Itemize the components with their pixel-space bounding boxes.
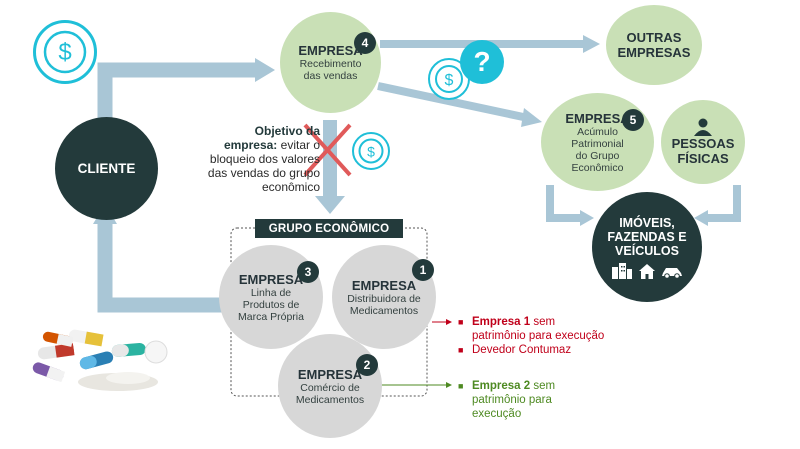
outras-empresas-circle: OUTRAS EMPRESAS — [606, 5, 702, 85]
pessoas-line1: PESSOAS — [671, 136, 735, 151]
empresa4-badge: 4 — [354, 32, 376, 54]
arrowhead-empresa5 — [521, 108, 542, 127]
buildings-icon — [612, 262, 632, 279]
person-icon — [694, 118, 712, 136]
imoveis-circle: IMÓVEIS, FAZENDAS E VEÍCULOS — [592, 192, 702, 302]
objetivo-text2: evitar o — [277, 138, 320, 152]
empresa2-line2: Medicamentos — [295, 393, 365, 406]
note-empresa2: ■Empresa 2 sem patrimônio para execução — [458, 380, 556, 420]
empresa2-line1: Comércio de — [300, 381, 360, 394]
empresa5-line4: Econômico — [571, 161, 624, 174]
grupo-economico-label: GRUPO ECONÔMICO — [255, 219, 403, 238]
svg-text:$: $ — [367, 144, 375, 160]
empresa1-badge: 1 — [412, 259, 434, 281]
pessoas-line2: FÍSICAS — [677, 151, 729, 166]
empresa2-badge: 2 — [356, 354, 378, 376]
empresa5-line1: Acúmulo — [577, 125, 618, 138]
objetivo-text: Objetivo da empresa: evitar o bloqueio d… — [172, 124, 320, 194]
imoveis-line3: VEÍCULOS — [615, 243, 679, 258]
note2-rest: sem — [530, 380, 556, 392]
dollar-coin-icon: $ — [352, 132, 390, 170]
svg-text:$: $ — [58, 39, 71, 66]
empresa5-circle: EMPRESA Acúmulo Patrimonial do Grupo Eco… — [541, 93, 654, 191]
question-mark-icon: ? — [460, 40, 504, 84]
note1-bullet2: Devedor Contumaz — [472, 344, 572, 356]
objetivo-bold1: Objetivo da — [254, 124, 320, 138]
empresa3-line1: Linha de — [250, 286, 292, 299]
cliente-circle: CLIENTE — [55, 117, 158, 220]
note2-bold: Empresa 2 — [472, 380, 531, 392]
arrow-empresa5-to-imoveis — [546, 185, 583, 222]
imoveis-line2: FAZENDAS E — [607, 229, 687, 244]
note-empresa1: ■Empresa 1 sem patrimônio para execução … — [458, 316, 605, 356]
empresa5-line2: Patrimonial — [571, 137, 624, 150]
objetivo-bold2: empresa: — [223, 138, 278, 152]
pessoas-fisicas-circle: PESSOAS FÍSICAS — [661, 100, 745, 184]
note1-line2: patrimônio para execução — [472, 330, 605, 342]
note1-bold: Empresa 1 — [472, 316, 531, 328]
empresa3-title: EMPRESA — [238, 271, 304, 287]
arrow-grupo-to-cliente — [97, 222, 222, 313]
empresa1-line2: Medicamentos — [349, 304, 419, 317]
note1-rest: sem — [530, 316, 556, 328]
arrow-pessoas-to-imoveis — [705, 185, 741, 222]
empresa3-line3: Marca Própria — [238, 310, 304, 323]
arrowhead-imoveis-right — [694, 210, 708, 226]
empresa5-title: EMPRESA — [565, 110, 630, 126]
svg-text:$: $ — [445, 72, 454, 89]
empresa2-circle: EMPRESA Comércio de Medicamentos — [278, 334, 382, 438]
note2-line3: execução — [472, 408, 522, 420]
empresa4-line2: das vendas — [303, 70, 358, 82]
empresa4-line1: Recebimento — [299, 58, 362, 70]
empresa2-title: EMPRESA — [297, 366, 363, 382]
empresa3-line2: Produtos de — [242, 298, 300, 311]
outras-line1: OUTRAS — [626, 30, 682, 45]
house-icon — [639, 263, 655, 279]
cross-icon — [303, 123, 352, 177]
dollar-coin-icon: $ — [33, 20, 97, 84]
outras-line2: EMPRESAS — [617, 45, 691, 60]
arrowhead-empresa4 — [255, 58, 275, 82]
empresa4-circle: EMPRESA Recebimento das vendas — [280, 12, 381, 113]
pills-icon — [32, 329, 168, 391]
empresa5-badge: 5 — [622, 109, 644, 131]
objetivo-line3: bloqueio dos valores — [209, 152, 320, 166]
note2-line2: patrimônio para — [472, 394, 552, 406]
empresa1-line1: Distribuidora de — [347, 292, 421, 305]
arrow-empresa4-to-empresa5 — [377, 82, 529, 122]
objetivo-line4: das vendas do grupo — [207, 166, 320, 180]
car-icon — [662, 267, 682, 279]
empresa4-title: EMPRESA — [298, 43, 363, 58]
objetivo-line5: econômico — [261, 180, 320, 194]
arrowhead-imoveis-left — [580, 210, 594, 226]
arrow-cliente-to-empresa4 — [97, 62, 255, 122]
imoveis-line1: IMÓVEIS, — [619, 215, 675, 230]
empresa3-badge: 3 — [297, 261, 319, 283]
arrowhead-outras — [583, 35, 600, 53]
arrowhead-grupo — [315, 196, 345, 214]
cliente-label: CLIENTE — [77, 161, 136, 176]
empresa1-title: EMPRESA — [351, 277, 417, 293]
empresa5-line3: do Grupo — [575, 149, 620, 162]
